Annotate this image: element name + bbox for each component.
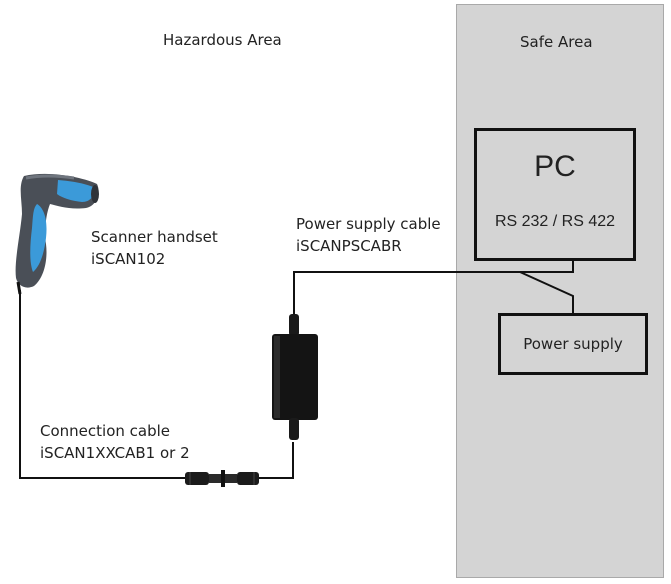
- scanner-name-label: Scanner handset: [91, 228, 218, 246]
- adapter-output-line: [257, 442, 294, 479]
- connection-cable-model-label: iSCAN1XXCAB1 or 2: [40, 444, 190, 462]
- pc-title: PC: [534, 150, 576, 183]
- pc-ports-label: RS 232 / RS 422: [494, 213, 616, 230]
- pc-box: PC RS 232 / RS 422: [474, 128, 636, 261]
- connection-cable-line: [19, 290, 187, 479]
- power-supply-label: Power supply: [523, 335, 623, 353]
- scanner-handset-icon: [15, 173, 99, 295]
- power-supply-box: Power supply: [498, 313, 648, 375]
- power-adapter-icon: [272, 314, 318, 440]
- connection-cable-name-label: Connection cable: [40, 422, 170, 440]
- power-cable-model-label: iSCANPSCABR: [296, 237, 402, 255]
- pc-power-link-line: [519, 271, 574, 313]
- scanner-model-label: iSCAN102: [91, 250, 166, 268]
- inline-connector-icon: [185, 470, 259, 487]
- hazardous-area-title: Hazardous Area: [163, 31, 282, 49]
- power-cable-line: [293, 259, 574, 316]
- power-cable-name-label: Power supply cable: [296, 215, 441, 233]
- safe-area-title: Safe Area: [520, 33, 593, 51]
